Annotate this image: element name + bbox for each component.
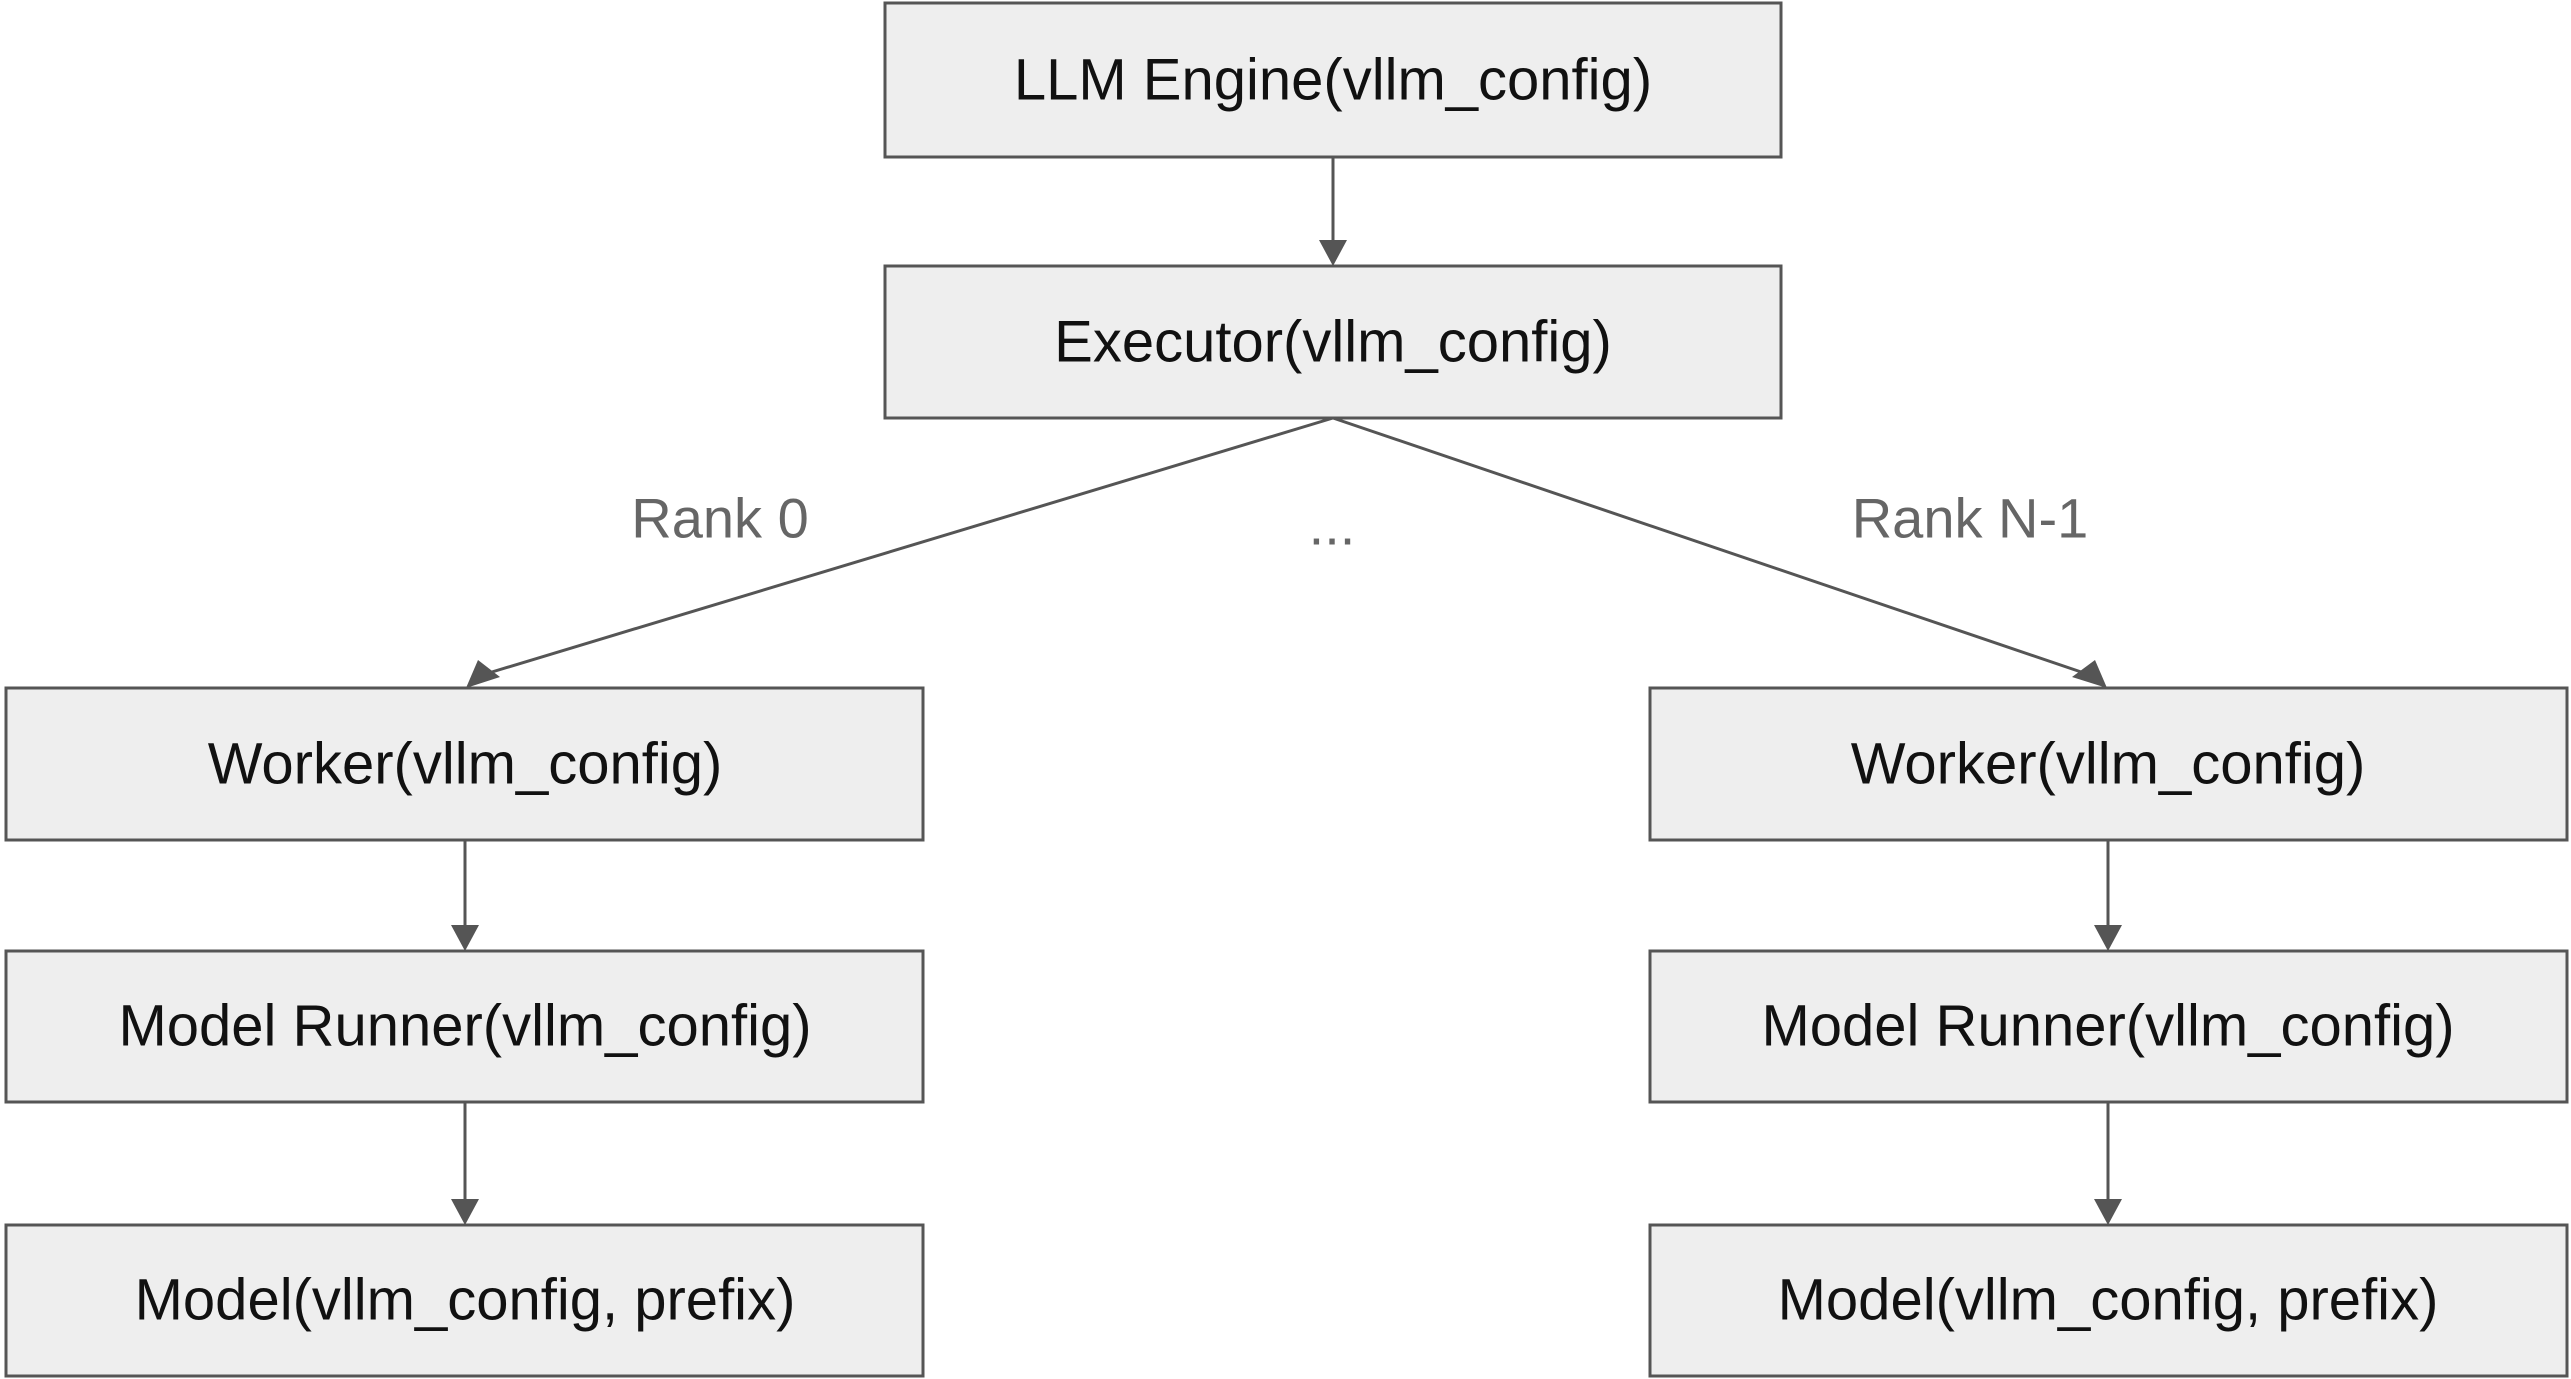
edges <box>451 157 2122 1225</box>
edge-executor-left-worker <box>481 416 1334 677</box>
arrowhead-right-runner <box>2094 925 2122 951</box>
node-right-runner-box <box>1648 949 2569 1104</box>
ellipsis-label: ... <box>1309 494 1356 557</box>
rank-last-label: Rank N-1 <box>1852 487 2089 550</box>
arrowhead-executor <box>1319 240 1347 266</box>
node-llm-engine: LLM Engine(vllm_config) <box>883 1 1783 159</box>
node-left-worker-label: Worker(vllm_config) <box>208 732 723 797</box>
node-llm-engine-box <box>883 1 1783 159</box>
node-right-worker-label: Worker(vllm_config) <box>1851 732 2366 797</box>
node-left-model: Model(vllm_config, prefix) <box>4 1223 925 1378</box>
node-left-worker-box <box>4 686 925 842</box>
node-right-runner: Model Runner(vllm_config) <box>1648 949 2569 1104</box>
node-executor-box <box>883 264 1783 420</box>
node-left-model-label: Model(vllm_config, prefix) <box>135 1268 796 1333</box>
node-executor-label: Executor(vllm_config) <box>1054 310 1612 375</box>
node-right-model: Model(vllm_config, prefix) <box>1648 1223 2569 1378</box>
node-left-runner-box <box>4 949 925 1104</box>
node-left-runner: Model Runner(vllm_config) <box>4 949 925 1104</box>
nodes: LLM Engine(vllm_config) Executor(vllm_co… <box>4 1 2569 1378</box>
edge-labels: Rank 0 ... Rank N-1 <box>631 487 2088 557</box>
arrowhead-left-worker <box>466 660 500 688</box>
node-right-model-box <box>1648 1223 2569 1378</box>
arrowhead-right-worker <box>2072 660 2107 688</box>
node-executor: Executor(vllm_config) <box>883 264 1783 420</box>
node-left-runner-label: Model Runner(vllm_config) <box>118 994 811 1059</box>
node-right-worker: Worker(vllm_config) <box>1648 686 2569 842</box>
node-right-worker-box <box>1648 686 2569 842</box>
arrowhead-left-runner <box>451 925 479 951</box>
node-left-model-box <box>4 1223 925 1378</box>
edge-executor-right-worker <box>1332 416 2091 677</box>
node-left-worker: Worker(vllm_config) <box>4 686 925 842</box>
rank-first-label: Rank 0 <box>631 487 808 550</box>
node-llm-engine-label: LLM Engine(vllm_config) <box>1014 48 1652 113</box>
arrowhead-right-model <box>2094 1199 2122 1225</box>
node-right-model-label: Model(vllm_config, prefix) <box>1778 1268 2439 1333</box>
arrowhead-left-model <box>451 1199 479 1225</box>
node-right-runner-label: Model Runner(vllm_config) <box>1761 994 2454 1059</box>
